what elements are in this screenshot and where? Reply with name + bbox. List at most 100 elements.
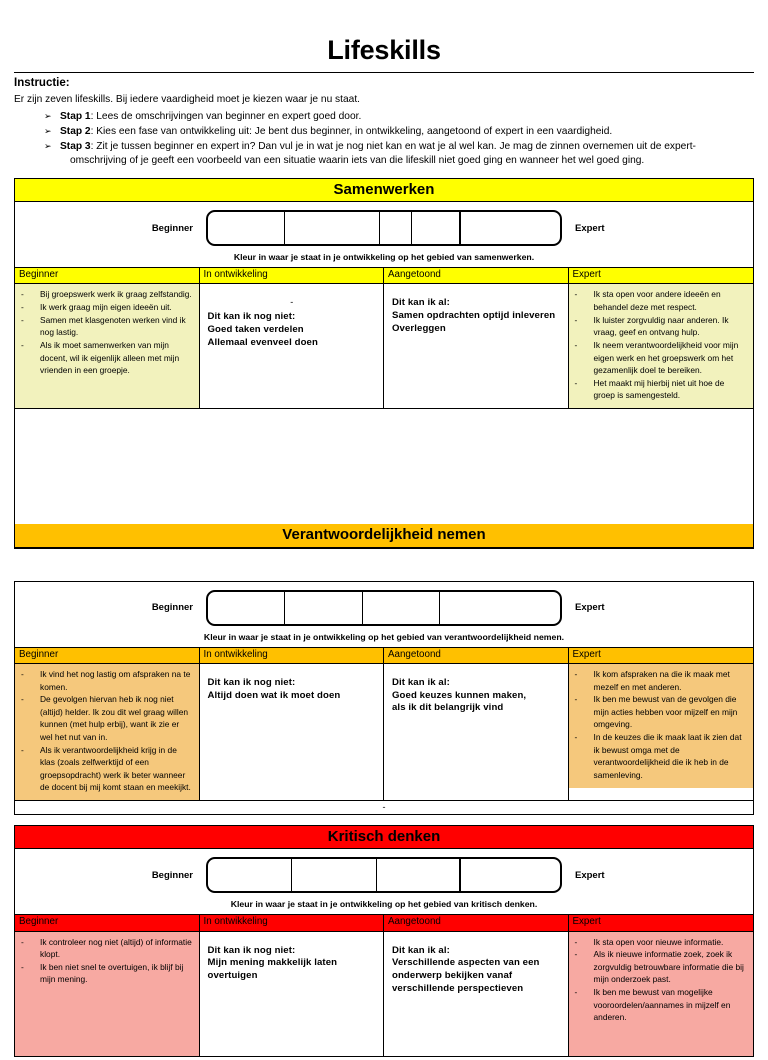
- instruction-step-label: Stap 1: [60, 110, 91, 122]
- column-beginner: Beginner-Ik controleer nog niet (altijd)…: [15, 915, 200, 1056]
- beginner-list: - Ik controleer nog niet (altijd) of info…: [19, 936, 194, 986]
- column-in_ontwikkeling: In ontwikkeling -Dit kan ik nog niet:Goed…: [199, 268, 384, 409]
- rating-slider[interactable]: [206, 589, 562, 626]
- aangetoond-title: Dit kan ik al:: [392, 944, 450, 956]
- slider-segment[interactable]: [363, 591, 441, 624]
- aangetoond-line: Verschillende aspecten van een onderwerp…: [392, 957, 540, 994]
- instruction-step: ➢Stap 2: Kies een fase van ontwikkeling …: [14, 125, 754, 139]
- slider-segment[interactable]: [208, 212, 286, 245]
- instruction-step-label: Stap 3: [60, 140, 91, 152]
- slider-segment[interactable]: [461, 859, 560, 891]
- rating-slider[interactable]: [206, 857, 562, 894]
- in-ontwikkeling-text: Dit kan ik nog niet:Altijd doen wat ik m…: [204, 668, 379, 702]
- dash-bullet-icon: -: [574, 986, 578, 997]
- column-body-aangetoond[interactable]: Dit kan ik al:Samen opdrachten optijd in…: [384, 284, 568, 409]
- list-item: -Bij groepswerk werk ik graag zelfstandi…: [19, 288, 194, 301]
- slider-segment[interactable]: [285, 212, 381, 245]
- instruction-step: ➢Stap 1: Lees de omschrijvingen van begi…: [14, 110, 754, 124]
- in-ontwikkeling-line: Allemaal evenveel doen: [207, 336, 318, 348]
- list-item-text: Ik ben niet snel te overtuigen, ik blijf…: [40, 961, 184, 985]
- column-header-in_ontwikkeling: In ontwikkeling: [199, 915, 383, 932]
- column-body-expert[interactable]: -Ik sta open voor nieuwe informatie.-Als…: [568, 931, 753, 1056]
- column-expert: Expert - Ik kom afspraken na die ik maak m…: [568, 647, 753, 800]
- section-title-band: Kritisch denken: [15, 826, 753, 850]
- slider-caption: Kleur in waar je staat in je ontwikkelin…: [230, 899, 538, 910]
- dash-bullet-icon: -: [21, 668, 24, 679]
- column-body-in_ontwikkeling[interactable]: -Dit kan ik nog niet:Goed taken verdelen…: [199, 284, 383, 409]
- slider-segment[interactable]: [377, 859, 462, 892]
- column-header-beginner: Beginner: [15, 268, 199, 285]
- column-header-expert: Expert: [568, 647, 753, 664]
- instruction-steps: ➢Stap 1: Lees de omschrijvingen van begi…: [14, 110, 754, 168]
- document-page: Lifeskills Instructie: Er zijn zeven lif…: [0, 35, 768, 1060]
- list-item-text: Ik controleer nog niet (altijd) of infor…: [40, 936, 192, 960]
- dash-bullet-icon: -: [21, 302, 24, 313]
- in-ontwikkeling-text: -Dit kan ik nog niet:Goed taken verdelen…: [204, 288, 379, 349]
- instruction-step-text: : Kies een fase van ontwikkeling uit: Je…: [90, 125, 613, 137]
- column-header-in_ontwikkeling: In ontwikkeling: [199, 268, 383, 285]
- trailing-dash-row: -: [15, 800, 753, 815]
- dash-bullet-icon: -: [574, 694, 578, 705]
- slider-label-expert: Expert: [575, 222, 605, 234]
- aangetoond-line: als ik dit belangrijk vind: [392, 702, 504, 714]
- in-ontwikkeling-line: Goed taken verdelen: [207, 324, 304, 336]
- slider-segment[interactable]: [461, 212, 560, 244]
- dash-bullet-icon: -: [574, 377, 578, 388]
- dash-bullet-icon: -: [21, 289, 24, 300]
- section-title-band: Samenwerken: [15, 179, 753, 203]
- aangetoond-line: Samen opdrachten optijd inleveren: [392, 310, 556, 322]
- list-item: - Ik kom afspraken na die ik maak met mez…: [573, 668, 749, 693]
- expert-list: -Ik sta open voor andere ideeën en behan…: [573, 288, 749, 401]
- list-item-text: Ik kom afspraken na die ik maak met meze…: [593, 668, 730, 692]
- list-item: - Ik controleer nog niet (altijd) of info…: [19, 936, 194, 961]
- notes-blank-row[interactable]: [15, 408, 753, 525]
- dash-bullet-icon: -: [21, 694, 24, 705]
- section-gap: [14, 549, 754, 571]
- slider-segment[interactable]: [292, 859, 377, 892]
- dash-bullet-icon: -: [21, 744, 24, 755]
- slider-segment[interactable]: [440, 592, 560, 624]
- column-body-in_ontwikkeling[interactable]: Dit kan ik nog niet:Altijd doen wat ik m…: [199, 663, 383, 788]
- dash-bullet-icon: -: [21, 936, 24, 947]
- slider-caption: Kleur in waar je staat in je ontwikkelin…: [233, 252, 535, 263]
- instruction-block: Instructie: Er zijn zeven lifeskills. Bi…: [14, 76, 754, 168]
- column-body-expert[interactable]: - Ik kom afspraken na die ik maak met mez…: [568, 663, 753, 788]
- dash-bullet-icon: -: [574, 732, 578, 743]
- aangetoond-text: Dit kan ik al:Samen opdrachten optijd in…: [388, 288, 563, 335]
- aangetoond-line: Goed keuzes kunnen maken,: [392, 689, 527, 701]
- instruction-intro: Er zijn zeven lifeskills. Bij iedere vaa…: [14, 94, 360, 106]
- column-body-in_ontwikkeling[interactable]: Dit kan ik nog niet:Mijn mening makkelij…: [199, 931, 383, 1056]
- dash-bullet-icon: -: [21, 314, 24, 325]
- list-item-text: Ik sta open voor nieuwe informatie.: [593, 936, 724, 947]
- list-item-text: Samen met klasgenoten werken vind ik nog…: [40, 314, 186, 338]
- column-header-in_ontwikkeling: In ontwikkeling: [199, 647, 383, 664]
- slider-segment[interactable]: [208, 591, 286, 624]
- list-item-text: Ik vind het nog lastig om afspraken na t…: [40, 668, 191, 692]
- column-body-beginner[interactable]: -Bij groepswerk werk ik graag zelfstandi…: [15, 284, 199, 409]
- slider-segment[interactable]: [208, 859, 293, 892]
- expert-list: -Ik sta open voor nieuwe informatie.-Als…: [573, 936, 749, 1024]
- in-ontwikkeling-text: Dit kan ik nog niet:Mijn mening makkelij…: [204, 936, 379, 983]
- dash-bullet-icon: -: [574, 668, 578, 679]
- dash-bullet-icon: -: [574, 949, 578, 960]
- list-item: -Ik sta open voor andere ideeën en behan…: [573, 288, 749, 313]
- slider-segment[interactable]: [412, 212, 462, 245]
- aangetoond-title: Dit kan ik al:: [392, 297, 450, 309]
- column-body-expert[interactable]: -Ik sta open voor andere ideeën en behan…: [568, 284, 753, 409]
- skill-columns: Beginner-Ik controleer nog niet (altijd)…: [15, 915, 753, 1056]
- rating-slider[interactable]: [206, 210, 562, 247]
- column-body-beginner[interactable]: - Ik vind het nog lastig om afspraken na …: [15, 663, 199, 801]
- column-body-aangetoond[interactable]: Dit kan ik al:Verschillende aspecten van…: [384, 931, 568, 1056]
- slider-segment[interactable]: [380, 212, 413, 245]
- column-body-beginner[interactable]: - Ik controleer nog niet (altijd) of info…: [15, 931, 199, 1056]
- column-body-aangetoond[interactable]: Dit kan ik al:Goed keuzes kunnen maken,a…: [384, 663, 568, 788]
- slider-segment[interactable]: [285, 591, 363, 624]
